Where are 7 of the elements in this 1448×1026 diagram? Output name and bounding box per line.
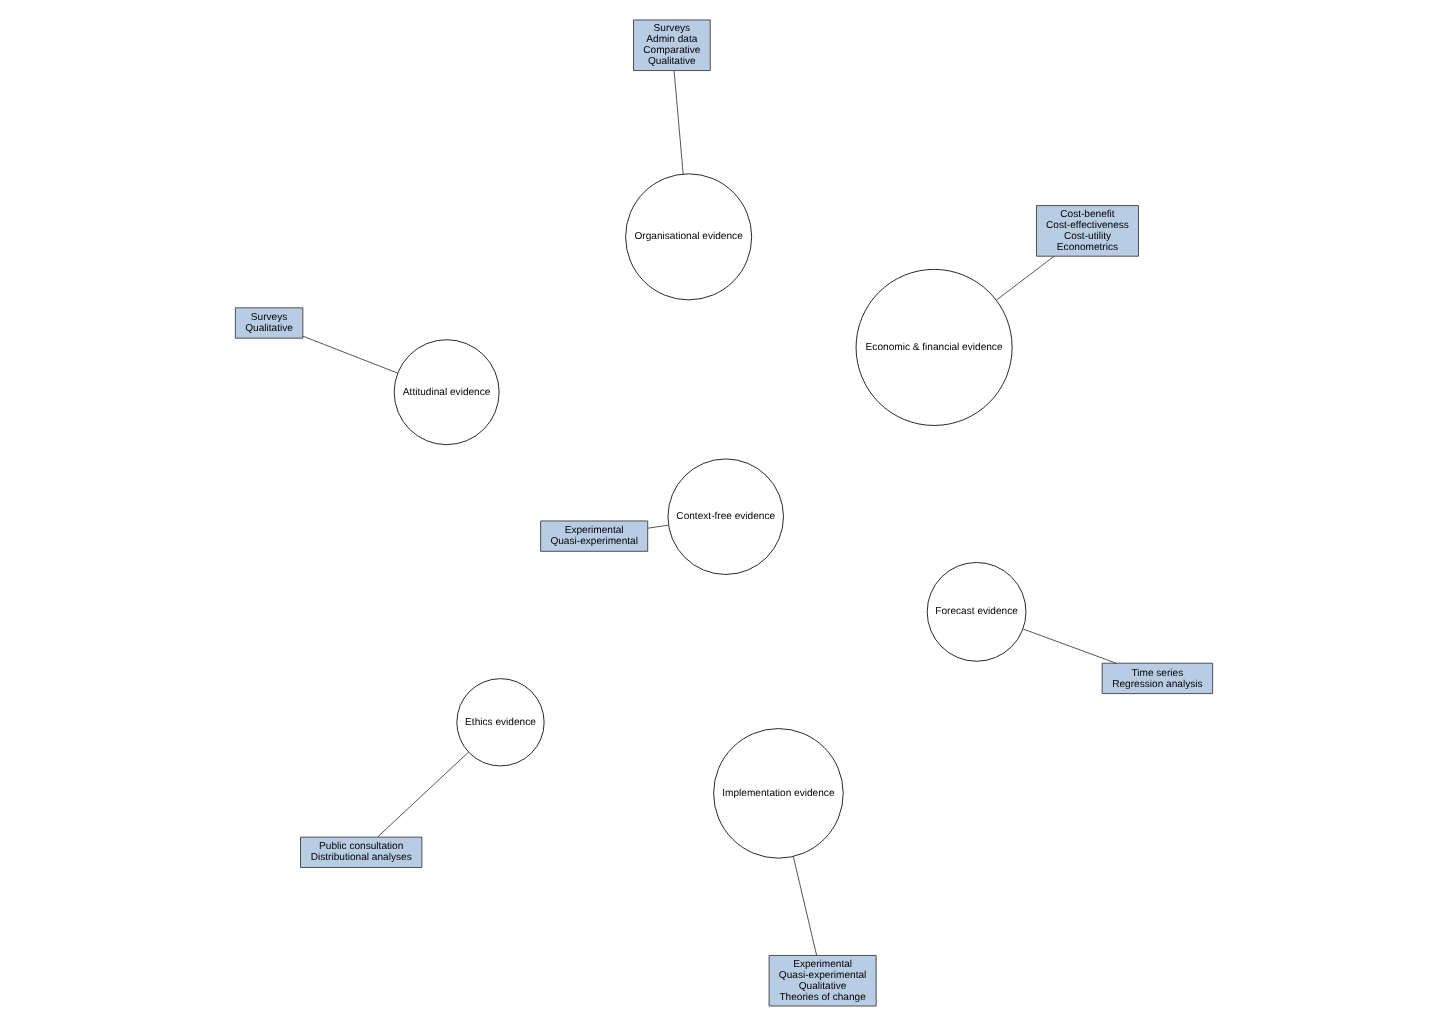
connector: [302, 335, 398, 374]
connector: [647, 524, 669, 529]
connector: [673, 70, 684, 175]
connector: [1023, 628, 1117, 664]
connector: [792, 856, 817, 956]
connector: [377, 751, 469, 838]
connector: [996, 256, 1055, 301]
